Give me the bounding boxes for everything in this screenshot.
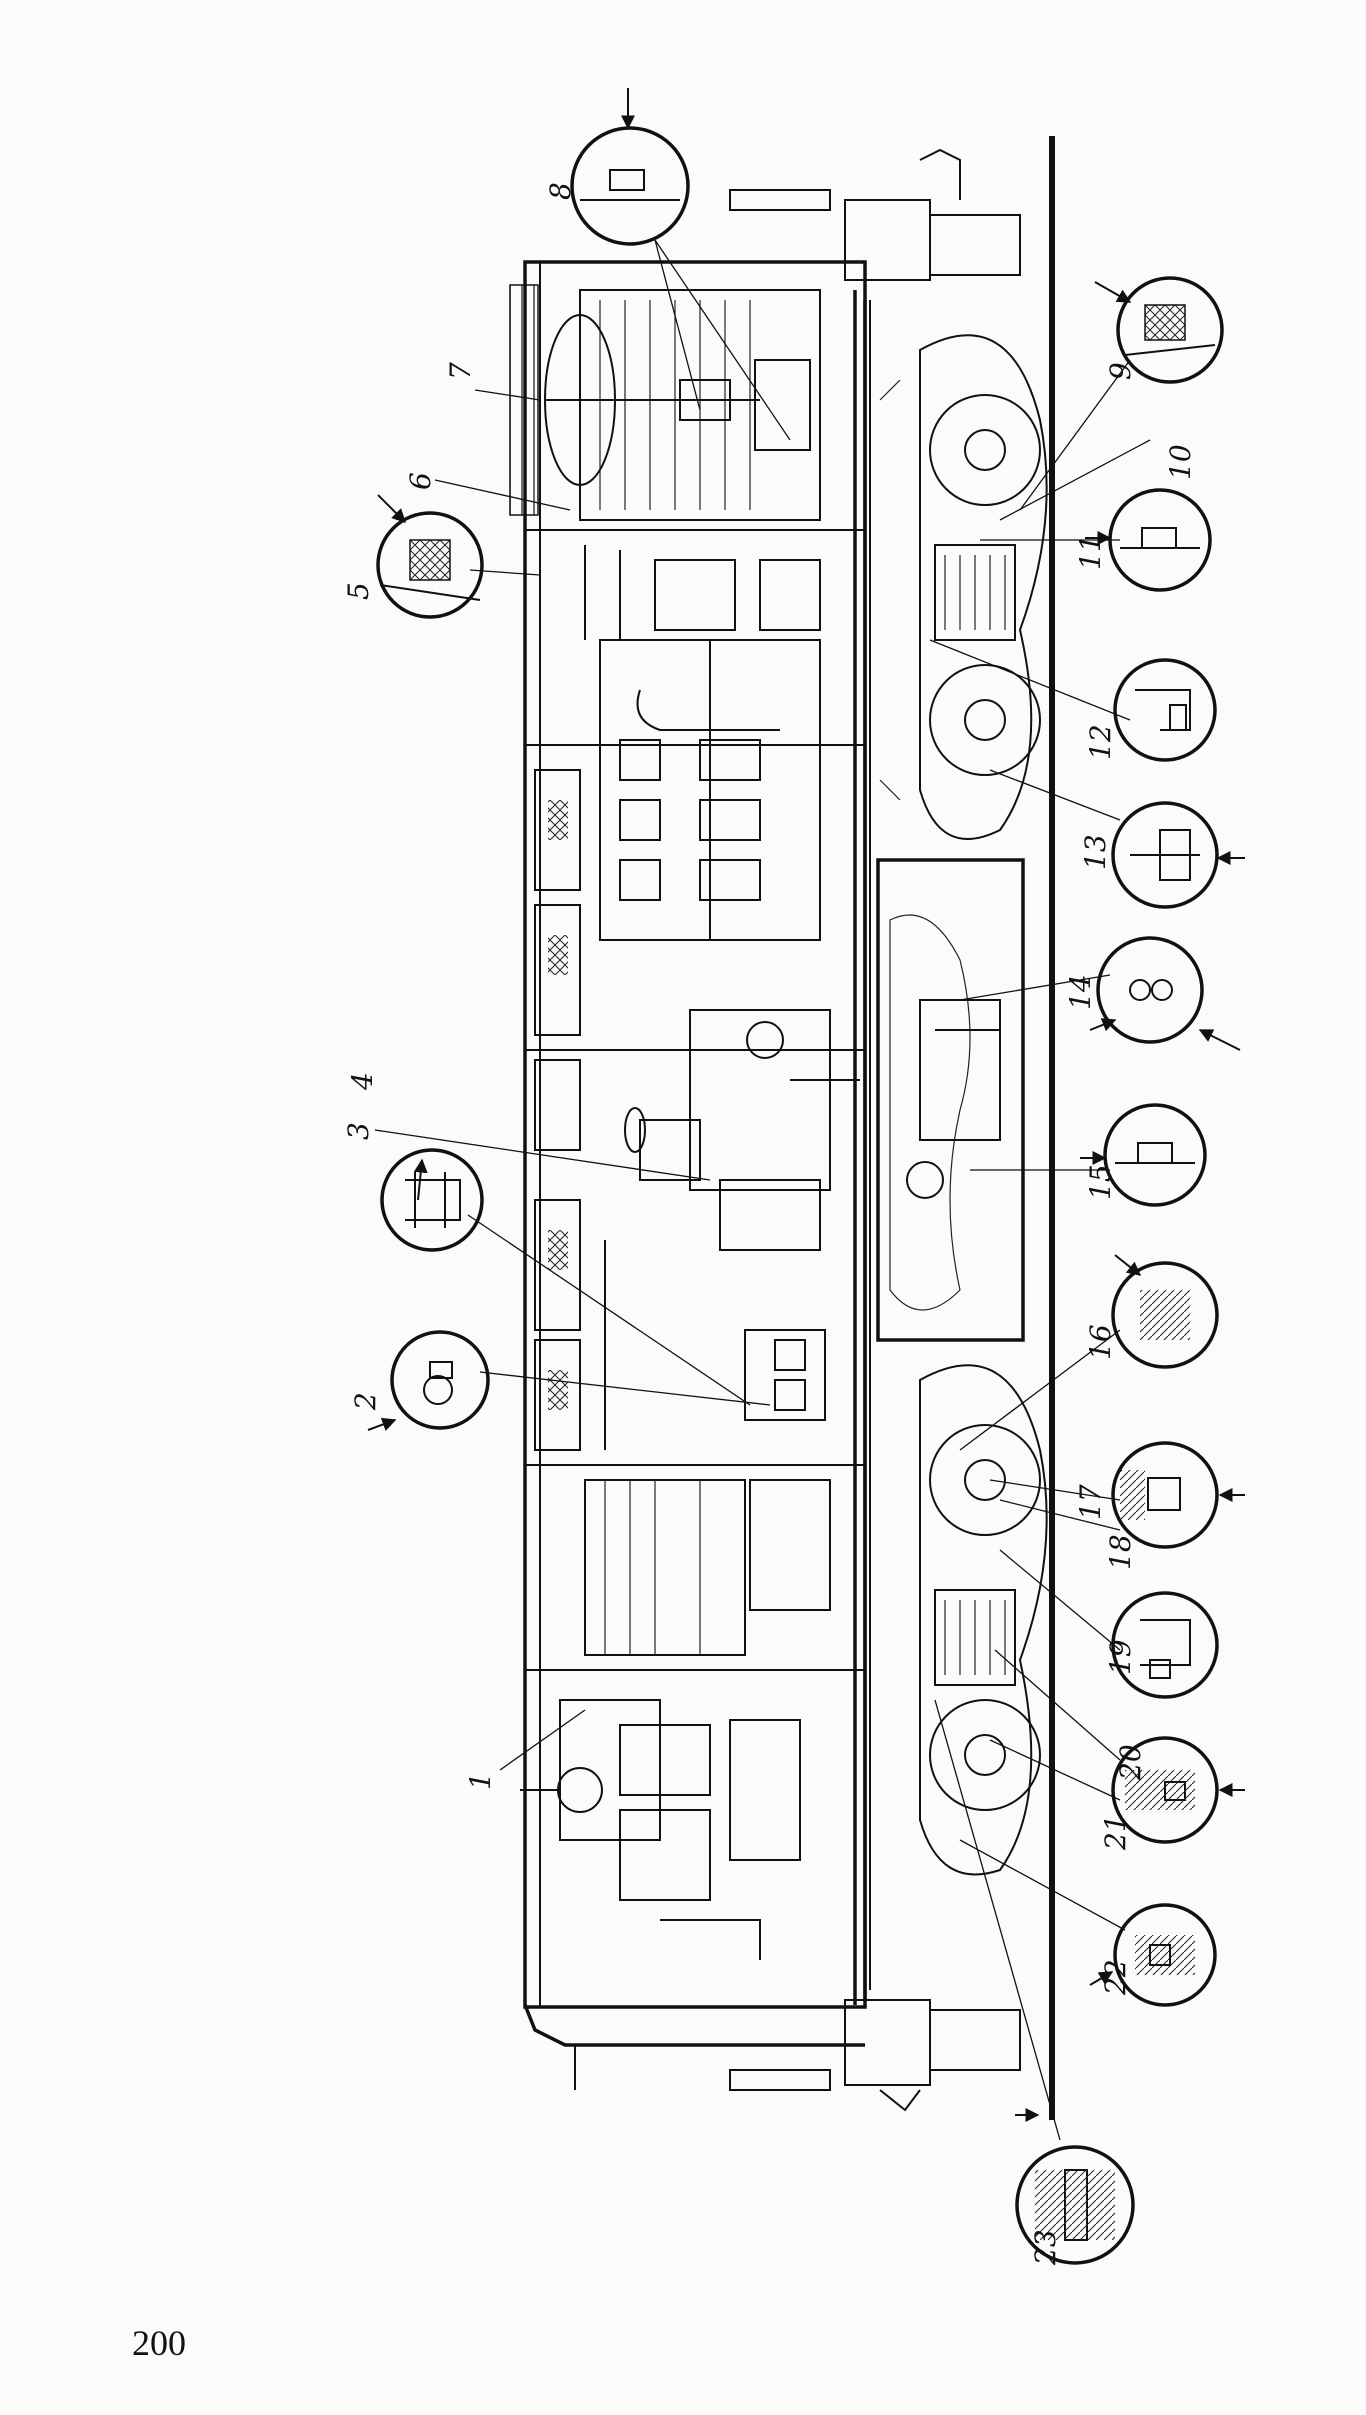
lube-point-arrows <box>367 88 1245 2122</box>
callout-19: 19 <box>1104 1639 1137 1675</box>
detail-circles <box>376 126 1224 2265</box>
detail-circle-9 <box>1116 276 1224 384</box>
callout-17: 17 <box>1074 1484 1107 1520</box>
callout-14: 14 <box>1064 974 1097 1010</box>
detail-circle-17 <box>1111 1441 1219 1549</box>
detail-circle-12 <box>1113 658 1217 762</box>
page-number: 200 <box>132 2323 186 2363</box>
leader-lines <box>374 239 1151 2141</box>
bogie-front <box>919 1364 1048 1876</box>
callout-4: 4 <box>346 1072 379 1091</box>
callout-7: 7 <box>444 362 477 380</box>
bogie-rear <box>879 334 1048 840</box>
detail-circle-2 <box>390 1330 490 1430</box>
callout-16: 16 <box>1084 1324 1117 1360</box>
detail-circle-11 <box>1108 488 1212 592</box>
callout-22: 22 <box>1099 1959 1132 1996</box>
detail-circle-16 <box>1111 1261 1219 1369</box>
callout-2: 2 <box>349 1392 382 1411</box>
callout-3: 3 <box>342 1122 375 1140</box>
callout-1: 1 <box>464 1772 497 1790</box>
callout-6: 6 <box>404 472 437 490</box>
underframe <box>729 148 1025 2112</box>
callout-8: 8 <box>544 182 577 200</box>
callout-15: 15 <box>1084 1164 1117 1200</box>
detail-circle-3 <box>380 1148 484 1252</box>
callout-23: 23 <box>1029 2229 1062 2266</box>
callout-9: 9 <box>1104 362 1137 380</box>
callout-13: 13 <box>1079 834 1112 870</box>
callout-20: 20 <box>1114 1744 1147 1781</box>
detail-circle-5 <box>376 511 484 619</box>
callout-labels: 1 2 3 4 5 6 7 8 9 10 11 12 13 14 15 16 1… <box>342 182 1197 2266</box>
callout-18: 18 <box>1104 1534 1137 1570</box>
carbody <box>509 260 871 2090</box>
detail-circle-15 <box>1103 1103 1207 1207</box>
detail-circle-14 <box>1096 936 1204 1044</box>
callout-11: 11 <box>1074 534 1107 570</box>
detail-circle-20 <box>1111 1736 1219 1844</box>
callout-21: 21 <box>1099 1814 1132 1851</box>
callout-12: 12 <box>1084 724 1117 760</box>
detail-circle-8 <box>570 126 690 246</box>
detail-circle-23 <box>1015 2145 1135 2265</box>
callout-5: 5 <box>342 582 375 600</box>
detail-circle-22 <box>1113 1903 1217 2007</box>
callout-10: 10 <box>1164 444 1197 480</box>
